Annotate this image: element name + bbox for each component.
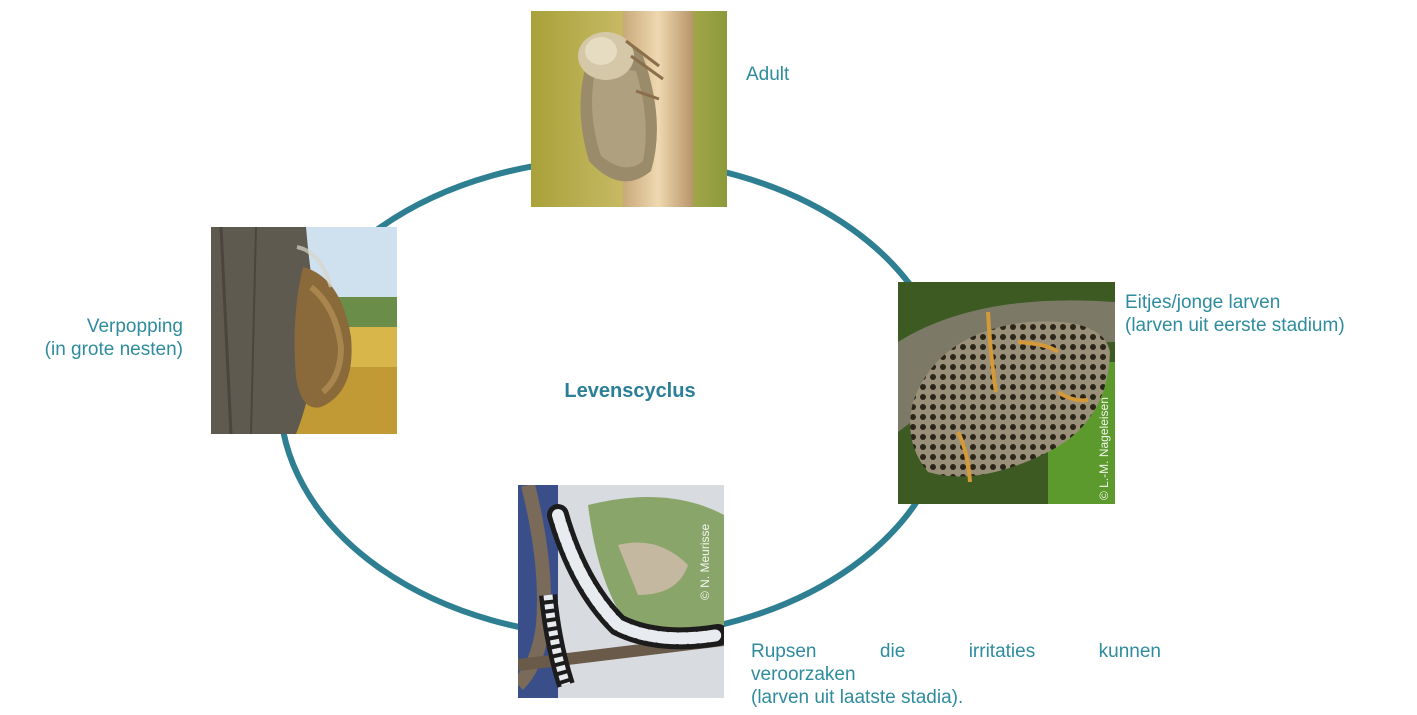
pupation-label-line-1: Verpopping [0, 315, 183, 338]
pupal-nest-photo [211, 227, 397, 434]
adult-label-line: Adult [746, 63, 789, 86]
cycle-title: Levenscyclus [480, 380, 780, 403]
egg-photo-credit: © L.-M. Nageleisen [1097, 397, 1111, 500]
caterpillar-photo [518, 485, 724, 698]
caterpillars-label: Rupsen die irritaties kunnen veroorzaken… [751, 640, 1161, 709]
caterpillars-word-2: die [880, 640, 905, 663]
eggs-label-line-1: Eitjes/jonge larven [1125, 291, 1345, 314]
caterpillar-photo-credit: © N. Meurisse [698, 524, 712, 600]
pupation-label-line-2: (in grote nesten) [0, 338, 183, 361]
caterpillars-label-line-1: Rupsen die irritaties kunnen [751, 640, 1161, 663]
adult-label: Adult [746, 63, 789, 86]
eggs-label: Eitjes/jonge larven (larven uit eerste s… [1125, 291, 1345, 337]
moth-photo [531, 11, 727, 207]
caterpillars-word-3: irritaties [969, 640, 1036, 663]
pupation-label: Verpopping (in grote nesten) [0, 315, 183, 361]
eggs-label-line-2: (larven uit eerste stadium) [1125, 314, 1345, 337]
caterpillars-label-line-3: (larven uit laatste stadia). [751, 686, 1161, 709]
caterpillars-word-4: kunnen [1099, 640, 1161, 663]
egg-mass-photo [898, 282, 1115, 504]
caterpillars-word-1: Rupsen [751, 640, 817, 663]
caterpillars-label-line-2: veroorzaken [751, 663, 1161, 686]
